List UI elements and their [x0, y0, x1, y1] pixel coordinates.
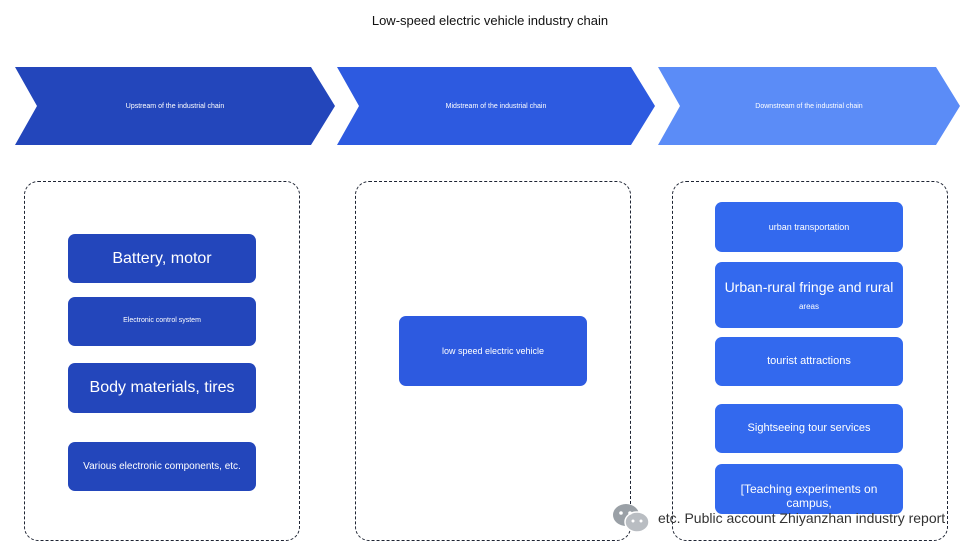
downstream-item-urban-transportation: urban transportation [715, 202, 903, 252]
midstream-panel [355, 181, 631, 541]
downstream-panel [672, 181, 948, 541]
upstream-item-electronic-components: Various electronic components, etc. [68, 442, 256, 491]
downstream-item-urban-rural-line1: Urban-rural fringe and rural [724, 278, 894, 295]
stage-upstream-label: Upstream of the industrial chain [125, 102, 225, 110]
stage-downstream-label: Downstream of the industrial chain [755, 102, 863, 110]
stage-downstream: Downstream of the industrial chain [658, 67, 960, 145]
upstream-item-electronic-control: Electronic control system [68, 297, 256, 346]
stage-midstream-label: Midstream of the industrial chain [445, 102, 547, 110]
stage-midstream: Midstream of the industrial chain [337, 67, 655, 145]
watermark: etc. Public account Zhiyanzhan industry … [612, 503, 945, 533]
upstream-item-body-materials: Body materials, tires [68, 363, 256, 413]
midstream-item-low-speed-ev: low speed electric vehicle [399, 316, 587, 386]
downstream-item-urban-rural-line2: areas [798, 301, 819, 311]
downstream-arrow-shape [658, 67, 960, 145]
midstream-arrow-shape [337, 67, 655, 145]
downstream-item-tourist-attractions: tourist attractions [715, 337, 903, 386]
downstream-item-urban-rural: Urban-rural fringe and rural areas [715, 262, 903, 328]
diagram-title: Low-speed electric vehicle industry chai… [371, 13, 609, 28]
upstream-arrow-shape [15, 67, 335, 145]
watermark-text: etc. Public account Zhiyanzhan industry … [658, 510, 946, 526]
downstream-item-sightseeing: Sightseeing tour services [715, 404, 903, 453]
stage-upstream: Upstream of the industrial chain [15, 67, 335, 145]
upstream-panel [24, 181, 300, 541]
upstream-item-battery-motor: Battery, motor [68, 234, 256, 283]
downstream-item-campus: [Teaching experiments on campus, [715, 464, 903, 514]
wechat-icon [613, 504, 650, 533]
